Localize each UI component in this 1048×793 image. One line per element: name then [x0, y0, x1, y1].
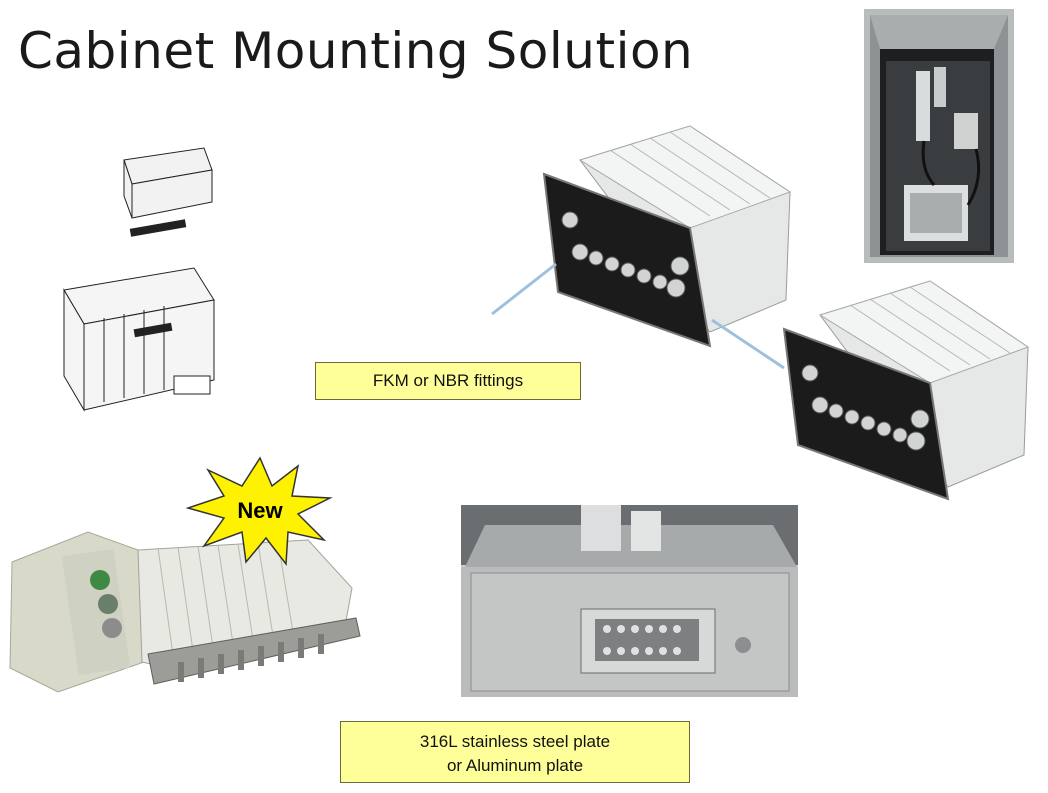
manifold-plate-render-1	[540, 120, 792, 350]
slide-title: Cabinet Mounting Solution	[18, 22, 694, 80]
fittings-callout: FKM or NBR fittings	[315, 362, 581, 400]
exploded-manifold-drawing	[44, 140, 234, 422]
new-product-photo	[8, 522, 364, 694]
callout-leader-lines	[488, 256, 788, 376]
plate-callout-line2: or Aluminum plate	[446, 756, 584, 775]
fittings-callout-text: FKM or NBR fittings	[372, 371, 524, 390]
plate-callout-line1: 316L stainless steel plate	[419, 732, 611, 751]
stainless-box-photo	[461, 505, 798, 697]
new-badge-label: New	[237, 498, 283, 523]
plate-callout: 316L stainless steel plate or Aluminum p…	[340, 721, 690, 783]
cabinet-photo	[864, 9, 1014, 263]
manifold-plate-render-2	[780, 275, 1030, 503]
new-badge: New	[186, 456, 334, 568]
